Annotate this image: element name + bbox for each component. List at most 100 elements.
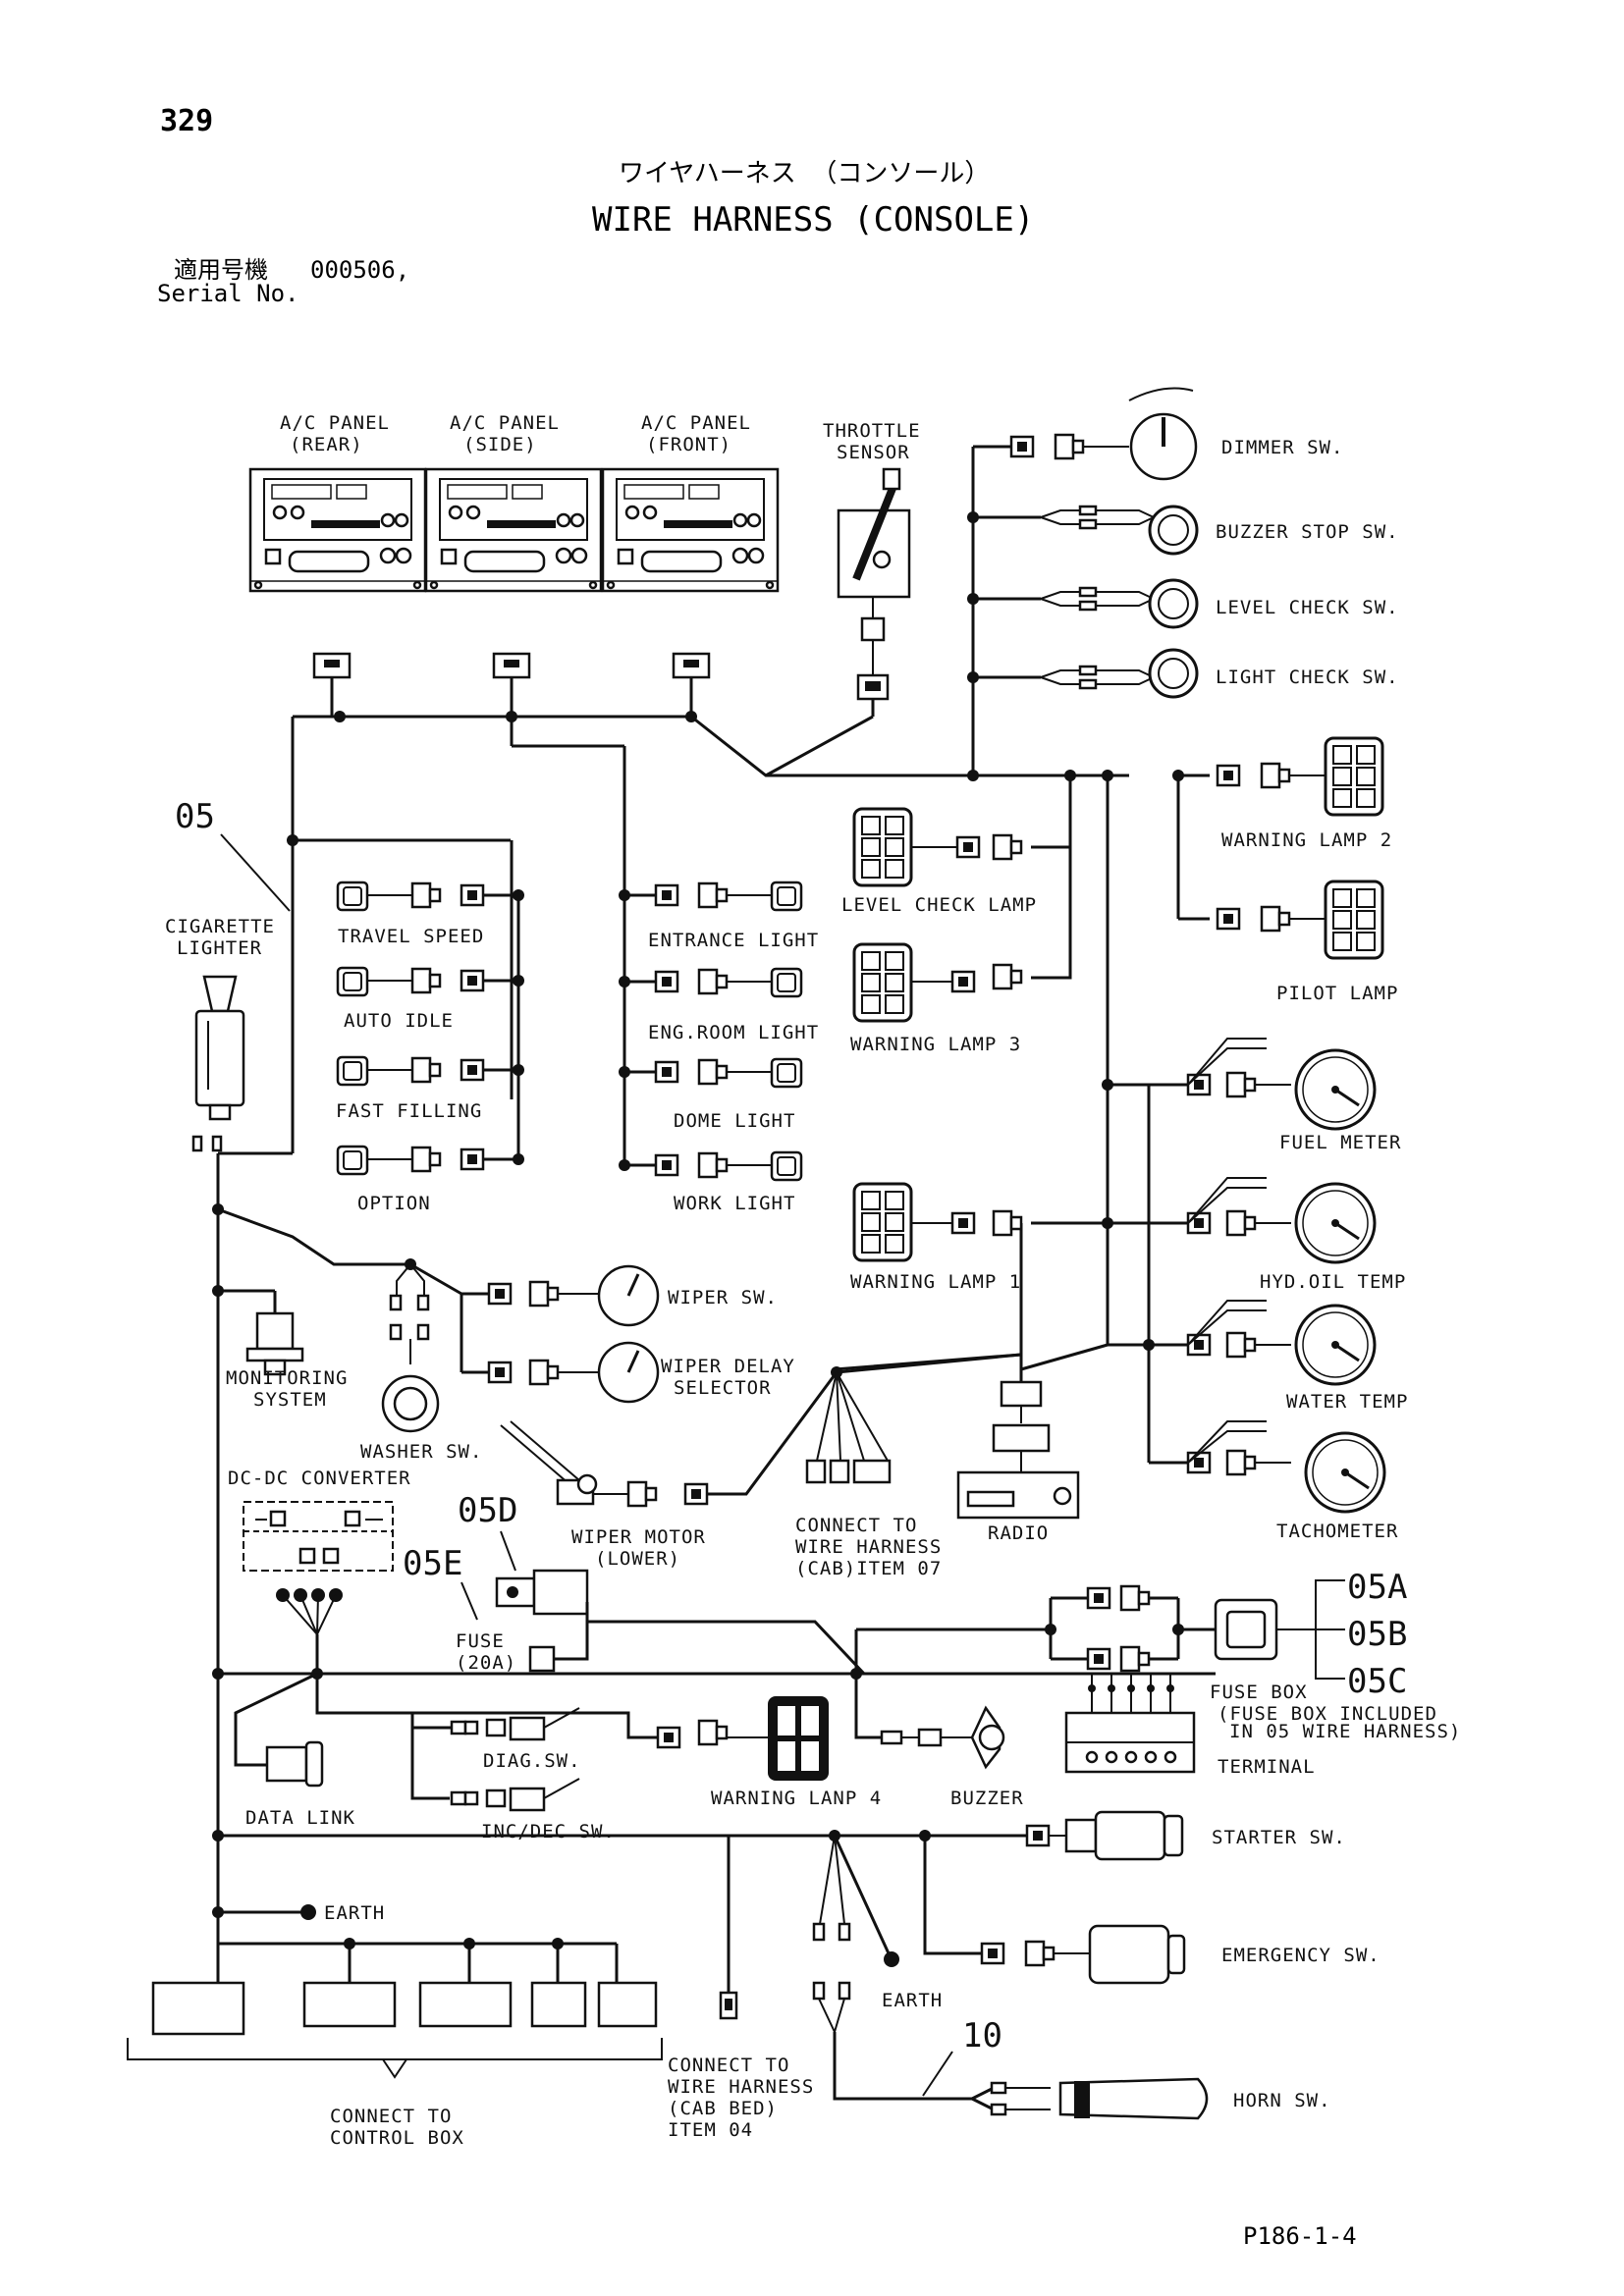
label-auto-idle: AUTO IDLE [344,1010,454,1032]
label-ac-rear-1: A/C PANEL [280,412,390,434]
label-throttle-2: SENSOR [837,442,910,463]
option-switch [336,1145,518,1176]
label-buzzer-stop: BUZZER STOP SW. [1216,521,1399,543]
label-dome-light: DOME LIGHT [674,1110,795,1132]
wiper-wiring [217,1207,489,1374]
label-dimmer: DIMMER SW. [1221,437,1343,458]
label-radio: RADIO [988,1522,1049,1544]
label-water-temp: WATER TEMP [1286,1391,1408,1413]
label-connect-cab-3: (CAB)ITEM 07 [795,1558,942,1579]
tachometer-gauge [1186,1420,1386,1514]
ref-05b: 05B [1347,1615,1407,1654]
level-check-switch [1040,578,1199,629]
cab-bed-connector [719,1836,738,2020]
ref-10-leader [922,2051,953,2097]
label-connect-cab-1: CONNECT TO [795,1515,917,1536]
wiper-switch [487,1264,660,1327]
label-eng-room-light: ENG.ROOM LIGHT [648,1022,819,1043]
eng-room-light [654,967,803,998]
label-connect-bed-4: ITEM 04 [668,2119,753,2141]
page-number: 329 [160,104,213,138]
ref-05a: 05A [1347,1568,1407,1607]
label-warning-lamp-1: WARNING LAMP 1 [850,1271,1021,1293]
label-level-check-sw: LEVEL CHECK SW. [1216,597,1399,618]
level-check-lamp [852,807,1023,887]
label-connect-bed-3: (CAB BED) [668,2098,778,2119]
control-box-connectors [127,1938,663,2079]
label-wiper-delay-2: SELECTOR [674,1377,772,1399]
buzzer-stop-switch [1040,505,1199,556]
fuse-box-wiring [854,1579,1345,1680]
label-terminal: TERMINAL [1218,1756,1316,1778]
dimmer-switch [1009,387,1198,481]
fuse-20a [495,1569,866,1676]
starter-switch [925,1810,1184,1861]
data-link-icon [265,1740,324,1788]
label-fuse-box: FUSE BOX [1210,1682,1308,1703]
label-starter-sw: STARTER SW. [1212,1827,1346,1848]
light-bus [619,889,656,1171]
work-light [654,1150,803,1182]
ref-05e-leader [460,1581,478,1621]
label-fuse-2: (20A) [456,1652,516,1674]
cab-harness-connectors [805,1353,1022,1484]
ref-05: 05 [175,797,215,836]
dcdc-converter-icon [243,1501,394,1674]
ref-05d: 05D [458,1491,517,1530]
label-ac-front-1: A/C PANEL [641,412,751,434]
label-option: OPTION [357,1193,431,1214]
label-inc-dec-sw: INC/DEC SW. [481,1821,616,1842]
label-light-check-sw: LIGHT CHECK SW. [1216,667,1399,688]
title-japanese: ワイヤハーネス （コンソール） [619,159,990,188]
label-work-light: WORK LIGHT [674,1193,795,1214]
ac-panel-side [424,467,603,593]
label-ac-front-2: (FRONT) [646,434,731,455]
earth-1 [218,1904,316,1920]
inc-dec-switch [450,1778,580,1812]
label-connect-cab-2: WIRE HARNESS [795,1536,942,1558]
label-pilot-lamp: PILOT LAMP [1276,983,1398,1004]
travel-speed-switch [336,881,518,912]
wiper-motor [500,1371,839,1508]
monitoring-system-icon [218,1289,304,1376]
footer-code: P186-1-4 [1243,2222,1357,2250]
label-monitoring-2: SYSTEM [253,1389,327,1411]
ref-05d-leader [500,1530,516,1572]
auto-idle-switch [336,966,518,997]
label-connect-bed-1: CONNECT TO [668,2055,789,2076]
dome-light [654,1057,803,1089]
left-switch-bus [513,889,524,1165]
pilot-lamp [1216,880,1384,960]
label-wiper-sw: WIPER SW. [668,1287,778,1308]
label-diag-sw: DIAG.SW. [483,1750,581,1772]
washer-switch [381,1374,440,1433]
label-fuse-box-note-2: IN 05 WIRE HARNESS) [1229,1721,1461,1742]
label-wiper-motor-1: WIPER MOTOR [571,1526,706,1548]
label-wiper-delay-1: WIPER DELAY [661,1356,795,1377]
label-wiper-motor-2: (LOWER) [595,1548,680,1570]
label-emergency-sw: EMERGENCY SW. [1221,1945,1380,1966]
label-washer-sw: WASHER SW. [360,1441,482,1463]
label-buzzer: BUZZER [950,1788,1024,1809]
label-cigarette-2: LIGHTER [177,937,262,959]
ac-panel-front [601,467,780,593]
label-connect-bed-2: WIRE HARNESS [668,2076,814,2098]
label-fuse-1: FUSE [456,1630,505,1652]
cigarette-lighter-icon [191,975,245,1152]
ref-05e: 05E [403,1544,462,1583]
radio-icon [956,1380,1080,1520]
label-cigarette-1: CIGARETTE [165,916,275,937]
warning-lamp-1 [852,1182,1023,1262]
label-earth-2: EARTH [882,1990,943,2011]
warning-lamp-2 [1216,736,1384,817]
label-tachometer: TACHOMETER [1276,1521,1398,1542]
label-fuse-box-note-1: (FUSE BOX INCLUDED [1218,1703,1437,1725]
ref-05-leader [220,833,291,912]
entrance-light [654,881,803,912]
serial-label-en: Serial No. [157,280,299,307]
label-level-check-lamp: LEVEL CHECK LAMP [841,894,1037,916]
label-control-box-2: CONTROL BOX [330,2127,464,2149]
label-fuel-meter: FUEL METER [1279,1132,1401,1153]
label-ac-side-1: A/C PANEL [450,412,560,434]
terminal-block [1064,1674,1196,1774]
